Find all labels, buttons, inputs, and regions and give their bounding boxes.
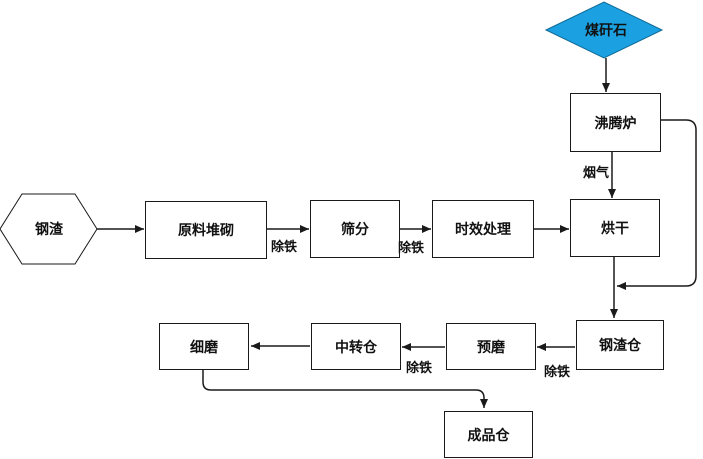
yanqi-label: 烟气 — [583, 166, 610, 181]
edge-feitenglu-loop — [617, 119, 697, 290]
gangzhacang-node: 钢渣仓 — [576, 320, 664, 370]
shaifen-node: 筛分 — [310, 200, 400, 258]
chutie-label-1: 除铁 — [271, 240, 298, 255]
yumo-node: 预磨 — [446, 323, 536, 370]
shixiao-node: 时效处理 — [432, 200, 534, 258]
chutie-label-4: 除铁 — [544, 365, 571, 380]
chutie-label-2: 除铁 — [398, 241, 425, 256]
meiganshi-diamond — [544, 1, 664, 59]
chengpincang-node: 成品仓 — [444, 411, 533, 458]
gangzha-hexagon — [0, 193, 98, 265]
chutie-label-3: 除铁 — [406, 361, 433, 376]
meiganshi-label: 煤矸石 — [585, 23, 627, 39]
honggan-node: 烘干 — [570, 199, 660, 257]
edge-ximo-chengpincang — [202, 370, 488, 408]
gangzha-label: 钢渣 — [35, 222, 63, 238]
yuanliao-node: 原料堆砌 — [145, 201, 267, 259]
ximo-node: 细磨 — [159, 323, 249, 370]
zhongzhuancang-node: 中转仓 — [311, 323, 401, 370]
feitenglu-node: 沸腾炉 — [570, 93, 661, 152]
